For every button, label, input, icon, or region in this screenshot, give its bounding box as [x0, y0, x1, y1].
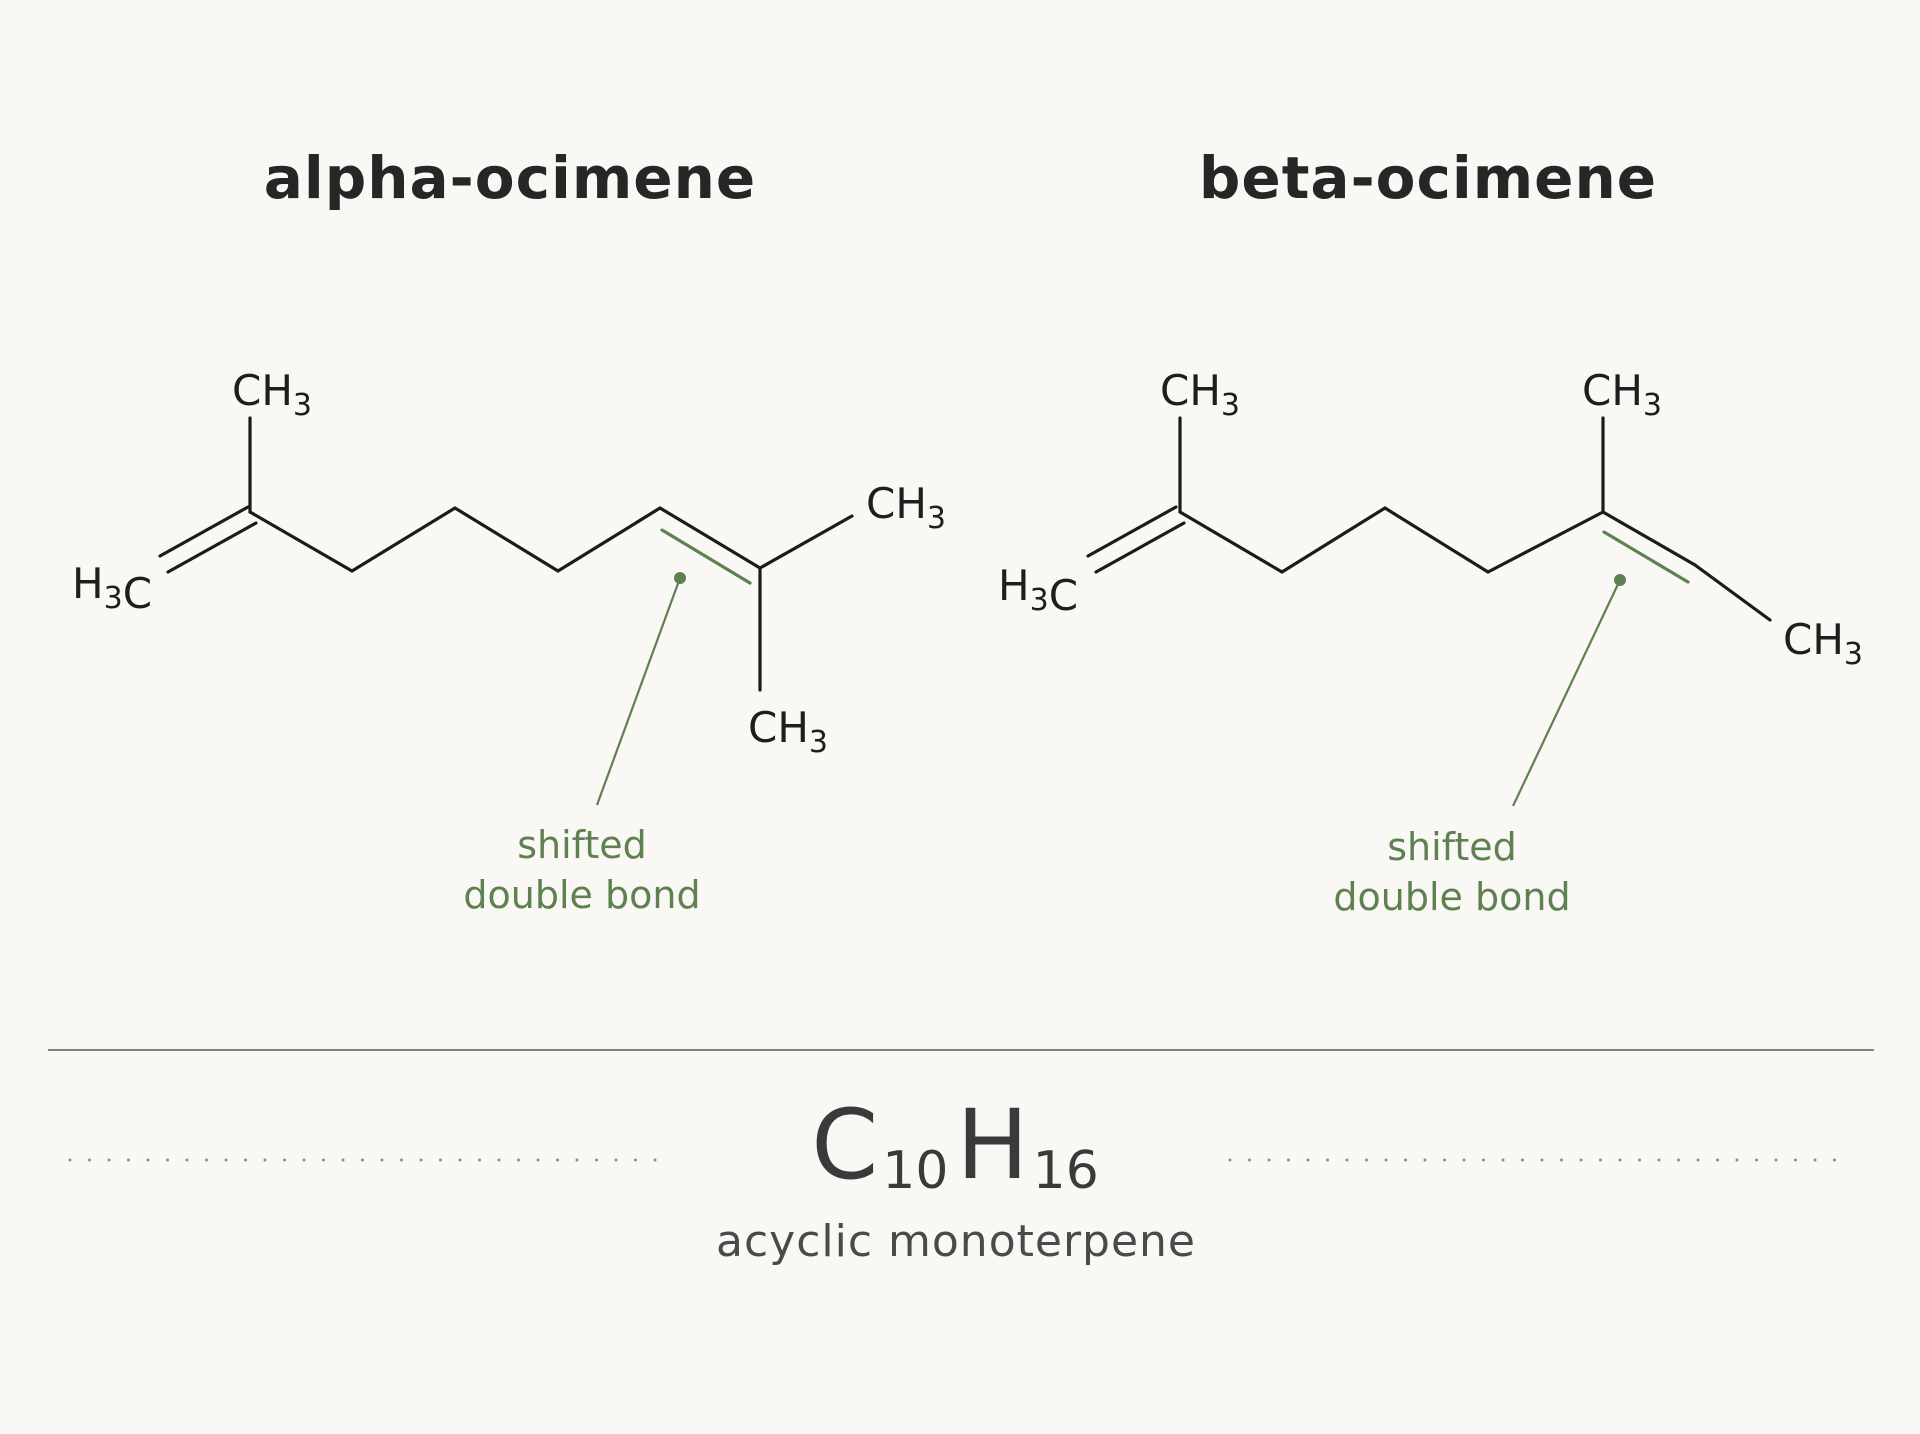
bond-c7-methyl	[1693, 563, 1772, 622]
beta-ocimene-structure: CH3 H3C CH3 CH3 shifted double bond	[998, 366, 1863, 919]
beta-annotation-line1: shifted	[1387, 825, 1517, 869]
alpha-right-upper-methyl-label: CH3	[866, 479, 946, 536]
formula-description: acyclic monoterpene	[716, 1216, 1196, 1267]
alpha-annotation-line1: shifted	[517, 823, 647, 867]
alpha-top-methyl-label: CH3	[232, 366, 312, 423]
bond-c1-c2-b	[1094, 521, 1186, 574]
bond-c6-c7-a	[1601, 510, 1697, 567]
alpha-annotation-leader	[595, 577, 682, 806]
bond-c1-c2-a	[1086, 505, 1178, 558]
bond-c5-c6	[556, 506, 662, 573]
bond-c3-c4	[1280, 506, 1387, 574]
alpha-annotation-line2: double bond	[463, 873, 700, 917]
alpha-ocimene-structure: CH3 H3C CH3 CH3 shifted double bond	[72, 366, 946, 917]
bond-c6-c7-a	[658, 506, 762, 570]
beta-annotation-leader	[1512, 579, 1621, 807]
bond-c6-c7-shifted	[1602, 530, 1690, 584]
alpha-right-lower-methyl-label: CH3	[748, 703, 828, 760]
bond-c2-c3	[248, 510, 354, 573]
bond-c1-c2-a	[158, 505, 250, 558]
bond-c4-c5	[453, 506, 560, 573]
bond-c7-methyl-upper	[758, 514, 854, 570]
beta-annotation-line2: double bond	[1333, 875, 1570, 919]
bond-c2-c3	[1178, 510, 1284, 574]
beta-right-methyl-label: CH3	[1783, 615, 1863, 672]
bond-c3-c4	[350, 506, 457, 573]
alpha-left-methyl-label: H3C	[72, 559, 152, 618]
molecular-formula: C10H16	[811, 1089, 1099, 1201]
bond-c4-c5	[1383, 506, 1490, 574]
bond-c1-c2-b	[166, 521, 258, 574]
bond-c5-c6	[1486, 510, 1605, 574]
beta-ocimene-title: beta-ocimene	[1199, 144, 1657, 212]
bond-c6-c7-shifted	[660, 528, 752, 585]
beta-top-right-methyl-label: CH3	[1582, 366, 1662, 423]
beta-top-left-methyl-label: CH3	[1160, 366, 1240, 423]
alpha-ocimene-title: alpha-ocimene	[264, 144, 757, 212]
beta-left-methyl-label: H3C	[998, 561, 1078, 620]
